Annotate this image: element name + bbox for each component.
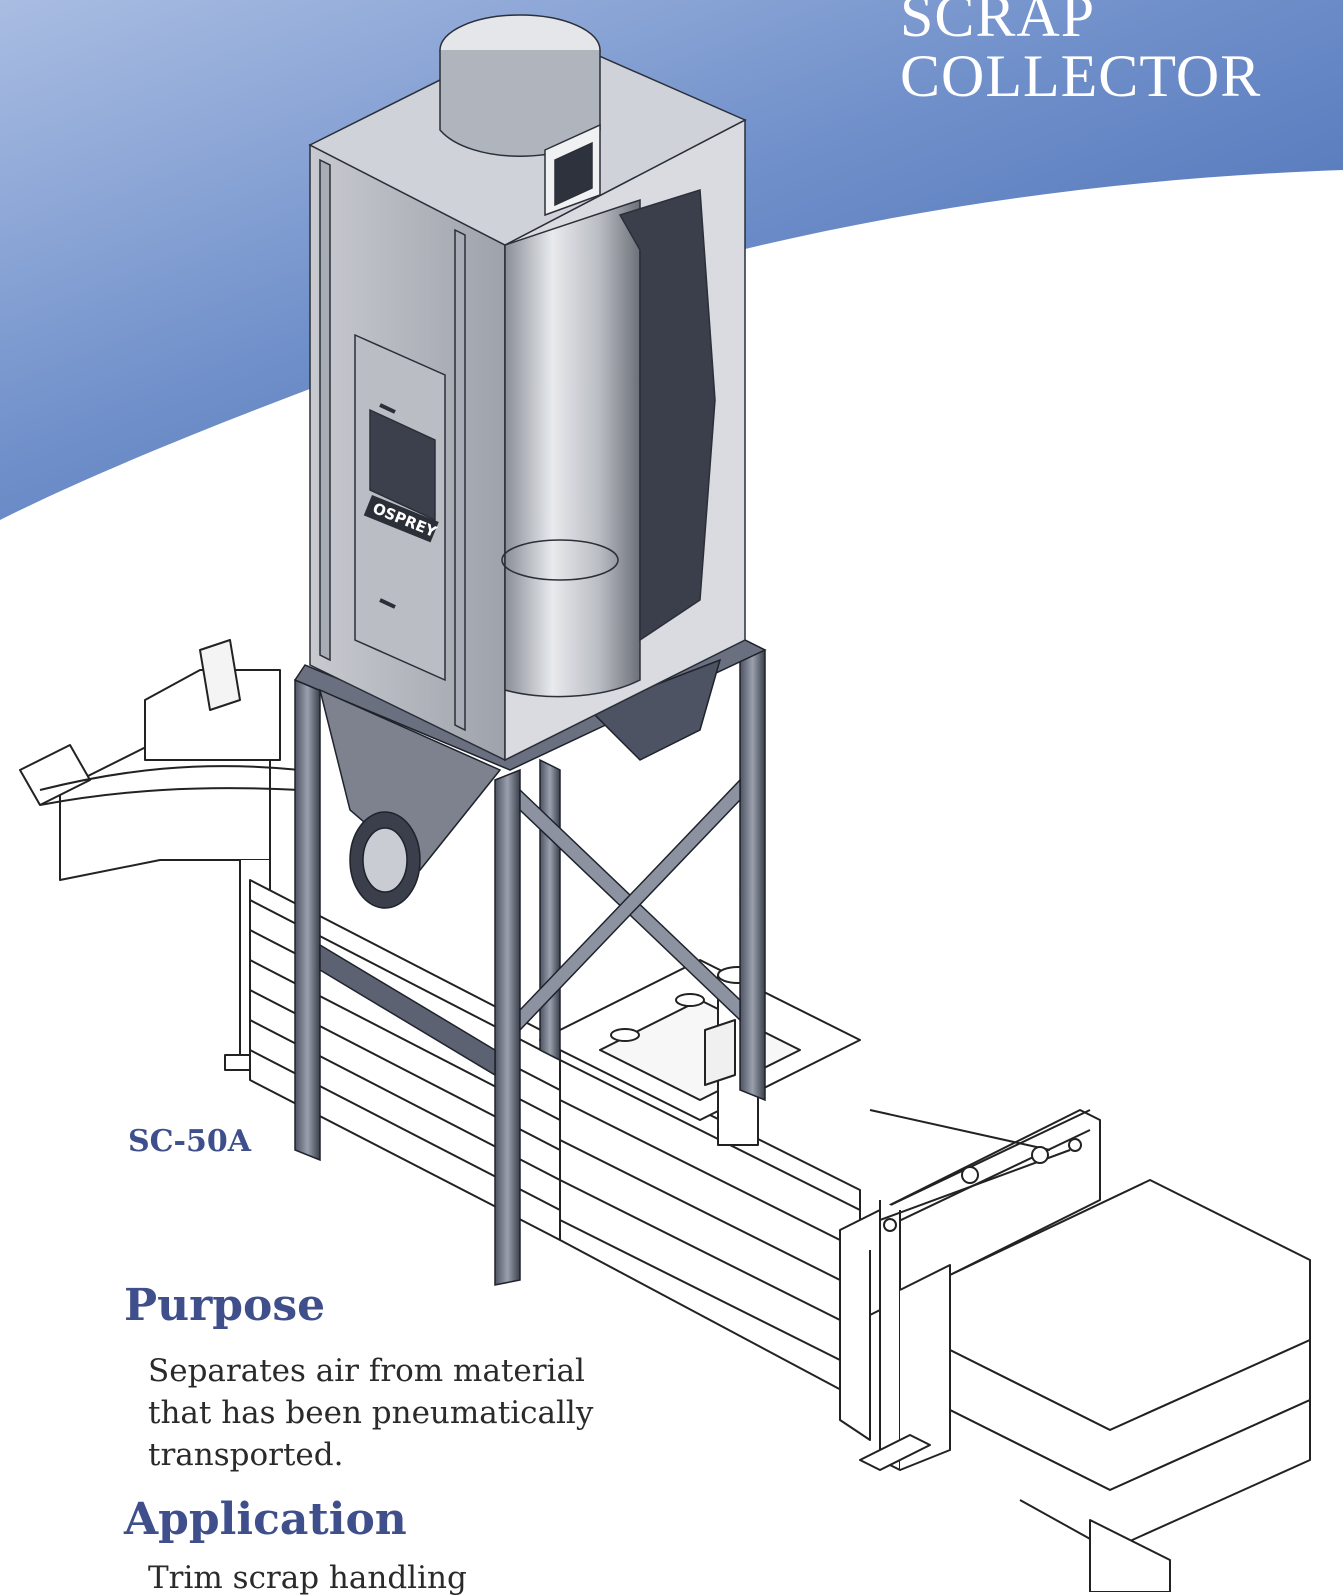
model-number: SC-50A [128, 1124, 252, 1159]
title-line-1: SCRAP [900, 0, 1096, 49]
purpose-text: Separates air from material that has bee… [148, 1353, 594, 1473]
collector-hoppers [318, 658, 722, 909]
baler-machine [19, 639, 1311, 1592]
collector-body [308, 14, 747, 762]
application-heading: Application [124, 1494, 407, 1545]
purpose-heading: Purpose [124, 1280, 326, 1331]
title-line-2: COLLECTOR [900, 43, 1262, 109]
application-text: Trim scrap handling [148, 1560, 467, 1596]
